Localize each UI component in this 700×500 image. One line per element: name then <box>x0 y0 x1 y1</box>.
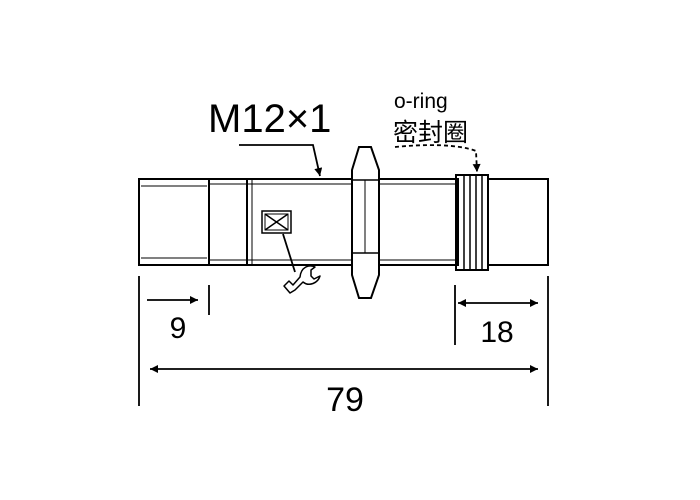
dimension-rear-value: 18 <box>480 316 513 349</box>
oring-label-cn: 密封圈 <box>393 118 468 147</box>
thread-spec-leader <box>239 144 323 177</box>
dimension-front-value: 9 <box>170 312 187 345</box>
dimension-total <box>138 276 549 406</box>
wrench-icon <box>282 233 321 294</box>
box-x-icon <box>261 210 292 234</box>
cable-end <box>487 178 549 266</box>
oring-groove <box>455 174 489 271</box>
sensor-front-cap <box>138 178 210 266</box>
oring-leader <box>394 144 481 173</box>
dimension-total-value: 79 <box>326 381 364 419</box>
dimension-front <box>147 285 210 315</box>
oring-label-en: o-ring <box>394 90 448 113</box>
hex-nut <box>351 146 380 299</box>
dimension-rear <box>454 285 538 345</box>
threaded-body <box>208 178 459 266</box>
thread-spec-label: M12×1 <box>208 97 331 141</box>
